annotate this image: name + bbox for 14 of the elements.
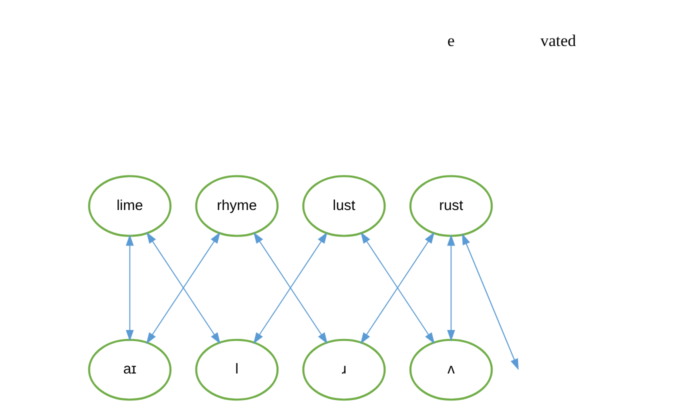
arrow [446, 234, 455, 342]
node-ellipse: lust [302, 175, 386, 237]
arrow [125, 234, 134, 342]
label: e [446, 31, 454, 50]
node-ellipse: ɹ [302, 338, 386, 401]
node-ellipse: aɪ [88, 338, 171, 401]
node-ellipse: rust [408, 175, 492, 237]
node-ellipse: rhyme [194, 175, 278, 237]
label: vated [540, 31, 576, 50]
node-ellipse: ʌ [408, 338, 492, 401]
arrow [462, 233, 518, 370]
node-ellipse: lime [88, 175, 171, 237]
node-ellipse: l [194, 338, 278, 401]
arrow [146, 232, 220, 344]
